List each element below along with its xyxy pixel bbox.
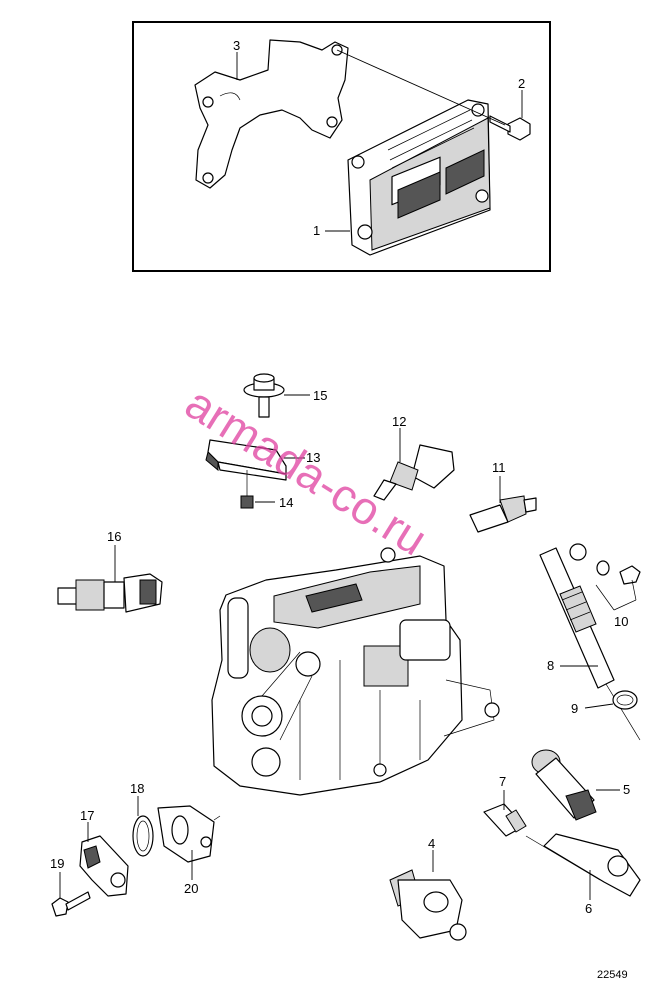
adapter-part-7 [483,803,527,837]
callout-6: 6 [585,901,592,916]
callout-1: 1 [313,223,320,238]
callout-9: 9 [571,701,578,716]
callout-3: 3 [233,38,240,53]
flange-part-20 [157,805,221,863]
sensor-part-16 [57,573,163,613]
bolt-part-15 [243,373,285,418]
callout-13: 13 [306,450,320,465]
pipe-part-6 [525,833,641,897]
callout-7: 7 [499,774,506,789]
sensor-part-4 [389,869,467,941]
callout-18: 18 [130,781,144,796]
screw-part-14 [240,470,254,509]
callout-12: 12 [392,414,406,429]
engine-assembly [211,547,500,796]
callout-5: 5 [623,782,630,797]
callout-8: 8 [547,658,554,673]
screw-part-19 [51,891,91,917]
screw-part-10 [595,560,641,611]
callout-17: 17 [80,808,94,823]
sensor-part-5 [531,749,597,821]
callout-15: 15 [313,388,327,403]
callout-20: 20 [184,881,198,896]
callout-2: 2 [518,76,525,91]
callout-19: 19 [50,856,64,871]
ecu-part-1 [347,99,491,256]
o-ring-part-18 [132,815,154,857]
injector-part-8 [539,543,641,741]
sensor-part-13 [205,439,287,481]
sensor-part-11 [469,495,537,533]
ecu-inset-frame [132,21,551,272]
callout-16: 16 [107,529,121,544]
sensor-part-12 [373,444,455,501]
screw-part-2 [489,115,531,141]
sensor-part-17 [79,835,129,897]
bracket-part-3 [194,39,349,189]
callout-14: 14 [279,495,293,510]
o-ring-part-9 [612,690,638,710]
reference-number: 22549 [597,969,628,981]
callout-10: 10 [614,614,628,629]
callout-4: 4 [428,836,435,851]
callout-11: 11 [492,460,506,475]
